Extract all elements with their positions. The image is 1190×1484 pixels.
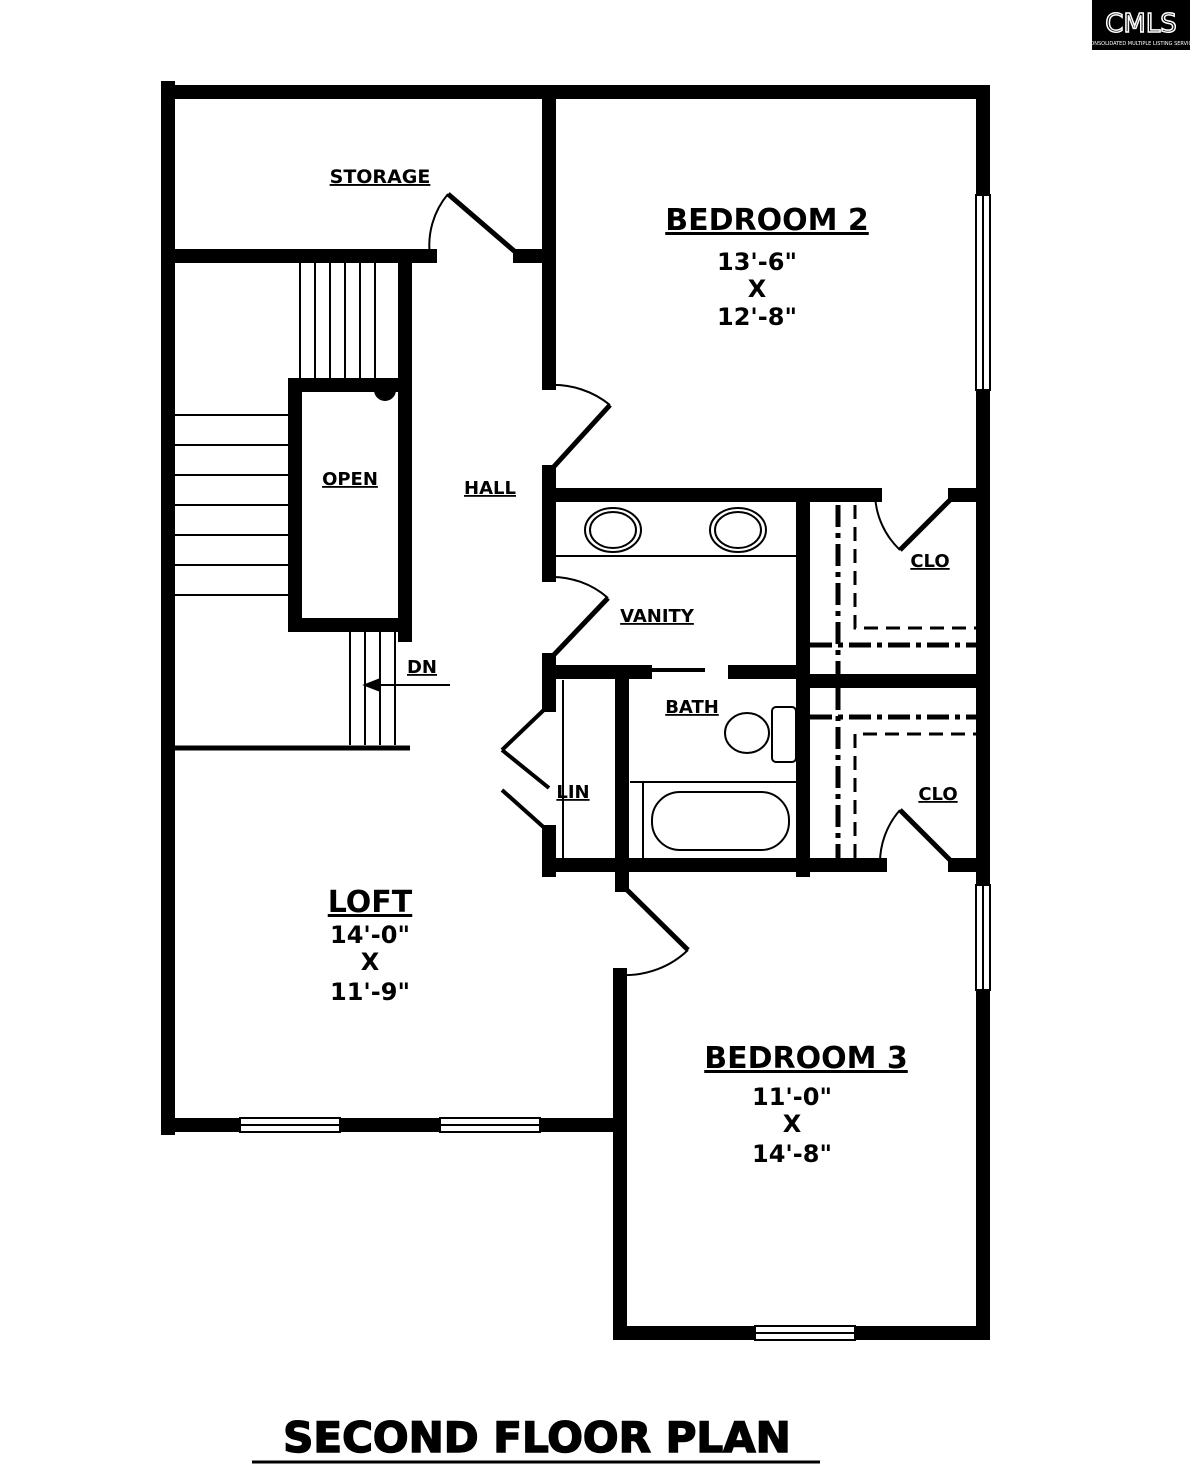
sink-right (709, 507, 767, 553)
fixtures (556, 505, 976, 858)
bedroom2-length: 12'-8" (717, 303, 797, 331)
windows (239, 194, 991, 1341)
plan-title: SECOND FLOOR PLAN (283, 1413, 791, 1462)
loft-x: X (361, 948, 380, 976)
dn-label: DN (407, 657, 437, 678)
bedroom3-length: 14'-8" (752, 1140, 832, 1168)
sink-left (584, 507, 642, 553)
vanity-label: VANITY (620, 606, 695, 627)
bedroom3-label: BEDROOM 3 (704, 1041, 908, 1076)
loft-width: 14'-0" (330, 921, 410, 949)
bedroom3-x: X (783, 1110, 802, 1138)
storage-label: STORAGE (330, 166, 431, 188)
clo1-label: CLO (910, 551, 949, 572)
clo2-label: CLO (918, 784, 957, 805)
cmls-logo: CMLS CONSOLIDATED MULTIPLE LISTING SERVI… (1087, 0, 1190, 50)
walls (161, 81, 990, 1340)
loft-length: 11'-9" (330, 978, 410, 1006)
stairs (175, 262, 450, 751)
toilet-tank (771, 706, 797, 763)
open-label: OPEN (322, 469, 378, 490)
bedroom2-width: 13'-6" (717, 248, 797, 276)
loft-label: LOFT (328, 885, 413, 920)
bedroom2-x: X (748, 275, 767, 303)
room-labels: STORAGE BEDROOM 2 13'-6" X 12'-8" OPEN H… (322, 166, 958, 1168)
bath-label: BATH (665, 697, 719, 718)
svg-text:CMLS: CMLS (1105, 9, 1177, 39)
lin-label: LIN (556, 782, 589, 803)
bedroom2-label: BEDROOM 2 (665, 203, 869, 238)
svg-text:CONSOLIDATED MULTIPLE LISTING: CONSOLIDATED MULTIPLE LISTING SERVICE (1087, 41, 1190, 47)
bedroom3-width: 11'-0" (752, 1083, 832, 1111)
hall-label: HALL (464, 478, 516, 499)
doors (428, 192, 957, 977)
bathtub (651, 791, 790, 851)
toilet-bowl (724, 712, 770, 754)
